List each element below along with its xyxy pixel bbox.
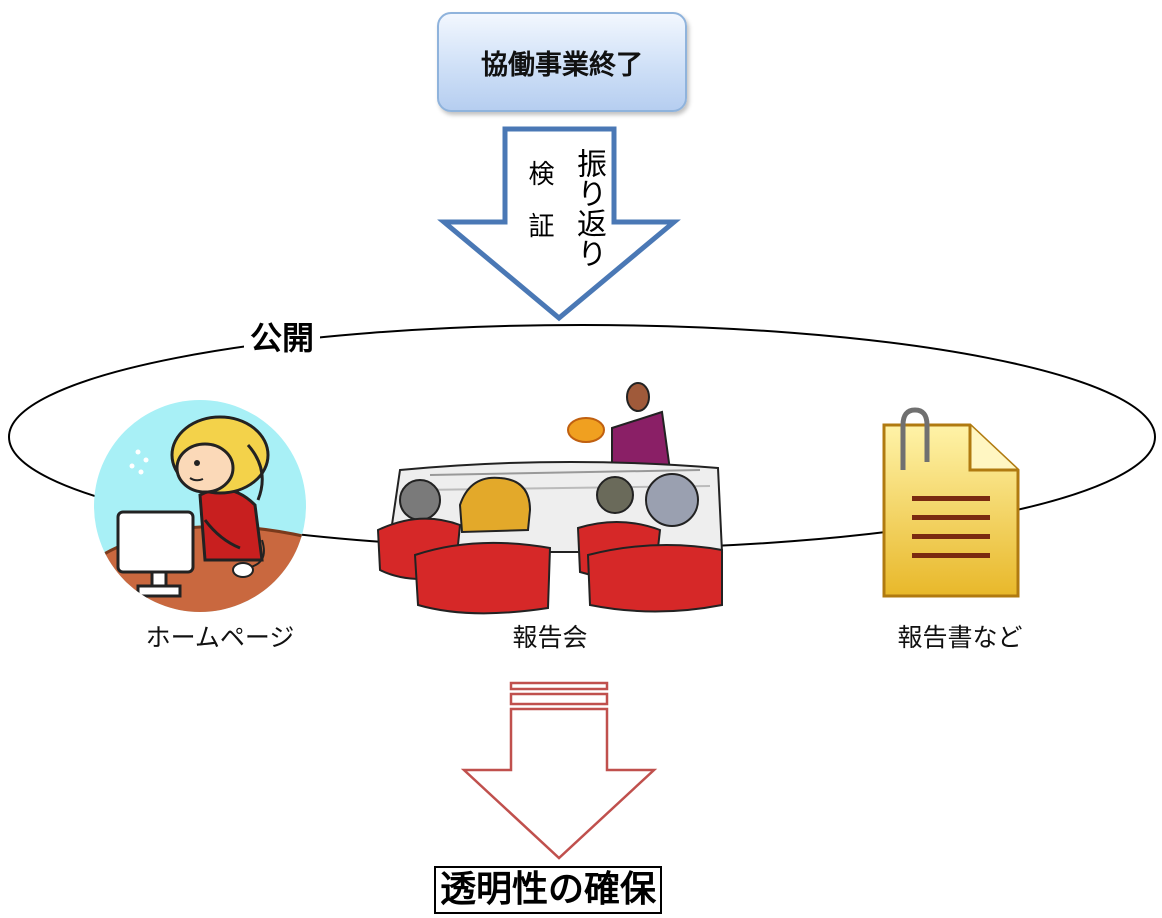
transparency-label: 透明性の確保 [440,869,657,910]
person-at-computer-icon [94,400,306,612]
report-documents-caption: 報告書など [897,623,1023,652]
review-label: 振り返り [571,148,606,268]
project-end-label: 協働事業終了 [481,49,643,81]
presentation-meeting-icon [376,382,724,615]
document-with-paperclip-icon [882,407,1020,598]
report-meeting-caption: 報告会 [512,623,588,652]
publication-label: 公開 [244,318,321,358]
transparency-box: 透明性の確保 [434,866,663,914]
project-end-box: 協働事業終了 [437,12,687,112]
verification-label: 検証 [524,160,554,264]
down-arrow-review [437,126,681,322]
homepage-caption: ホームページ [145,623,295,652]
down-arrow-result [460,681,658,860]
